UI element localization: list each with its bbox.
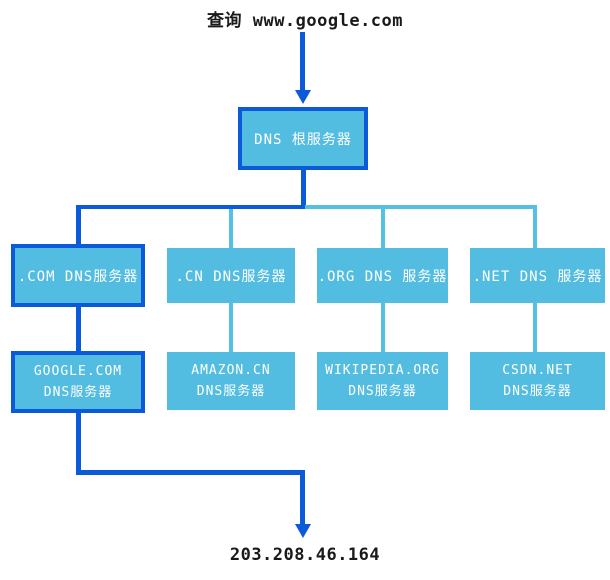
auth-label-amazon: AMAZON.CN DNS服务器: [191, 360, 270, 402]
branch-line-right: [305, 205, 537, 209]
tld-label-com: .COM DNS服务器: [17, 268, 139, 285]
drop-line-cn: [229, 209, 233, 248]
auth-label-wikipedia-line1: WIKIPEDIA.ORG: [325, 363, 440, 378]
connector-line-net: [533, 303, 537, 352]
auth-box-amazon: AMAZON.CN DNS服务器: [167, 352, 295, 410]
result-line-across: [76, 470, 305, 475]
connector-line-org: [381, 303, 385, 352]
tld-label-cn: .CN DNS服务器: [175, 268, 287, 285]
auth-label-csdn: CSDN.NET DNS服务器: [502, 360, 573, 402]
drop-line-org: [381, 209, 385, 248]
auth-label-google-line2: DNS服务器: [43, 385, 113, 400]
resolved-ip: 203.208.46.164: [229, 545, 381, 565]
query-title: 查询 www.google.com: [206, 11, 404, 31]
drop-line-com: [76, 205, 81, 244]
tld-label-net: .NET DNS 服务器: [472, 268, 603, 285]
auth-label-wikipedia-line2: DNS服务器: [348, 384, 417, 399]
auth-label-csdn-line2: DNS服务器: [503, 384, 572, 399]
result-line-final: [300, 470, 305, 526]
auth-label-csdn-line1: CSDN.NET: [502, 363, 573, 378]
query-arrow-line: [300, 32, 305, 92]
arrow-down-icon: [295, 90, 311, 104]
root-server-box: DNS 根服务器: [238, 107, 368, 170]
auth-label-google-line1: GOOGLE.COM: [33, 364, 123, 379]
auth-label-google: GOOGLE.COM DNS服务器: [34, 361, 122, 403]
auth-box-csdn: CSDN.NET DNS服务器: [470, 352, 605, 410]
result-arrow-down-icon: [295, 524, 311, 538]
auth-label-amazon-line2: DNS服务器: [196, 384, 266, 399]
tld-box-org: .ORG DNS 服务器: [317, 248, 448, 303]
drop-line-net: [533, 209, 537, 248]
auth-label-wikipedia: WIKIPEDIA.ORG DNS服务器: [325, 360, 440, 402]
root-server-label: DNS 根服务器: [254, 131, 352, 148]
tld-box-net: .NET DNS 服务器: [470, 248, 605, 303]
branch-line-left: [76, 205, 305, 209]
auth-box-google: GOOGLE.COM DNS服务器: [11, 351, 145, 413]
tld-box-cn: .CN DNS服务器: [167, 248, 295, 303]
auth-label-amazon-line1: AMAZON.CN: [191, 363, 271, 378]
root-stem-line: [301, 170, 306, 209]
connector-line-com: [76, 307, 81, 351]
tld-box-com: .COM DNS服务器: [11, 244, 145, 307]
auth-box-wikipedia: WIKIPEDIA.ORG DNS服务器: [317, 352, 448, 410]
tld-label-org: .ORG DNS 服务器: [317, 268, 448, 285]
result-line-down: [76, 413, 81, 474]
connector-line-cn: [229, 303, 233, 352]
